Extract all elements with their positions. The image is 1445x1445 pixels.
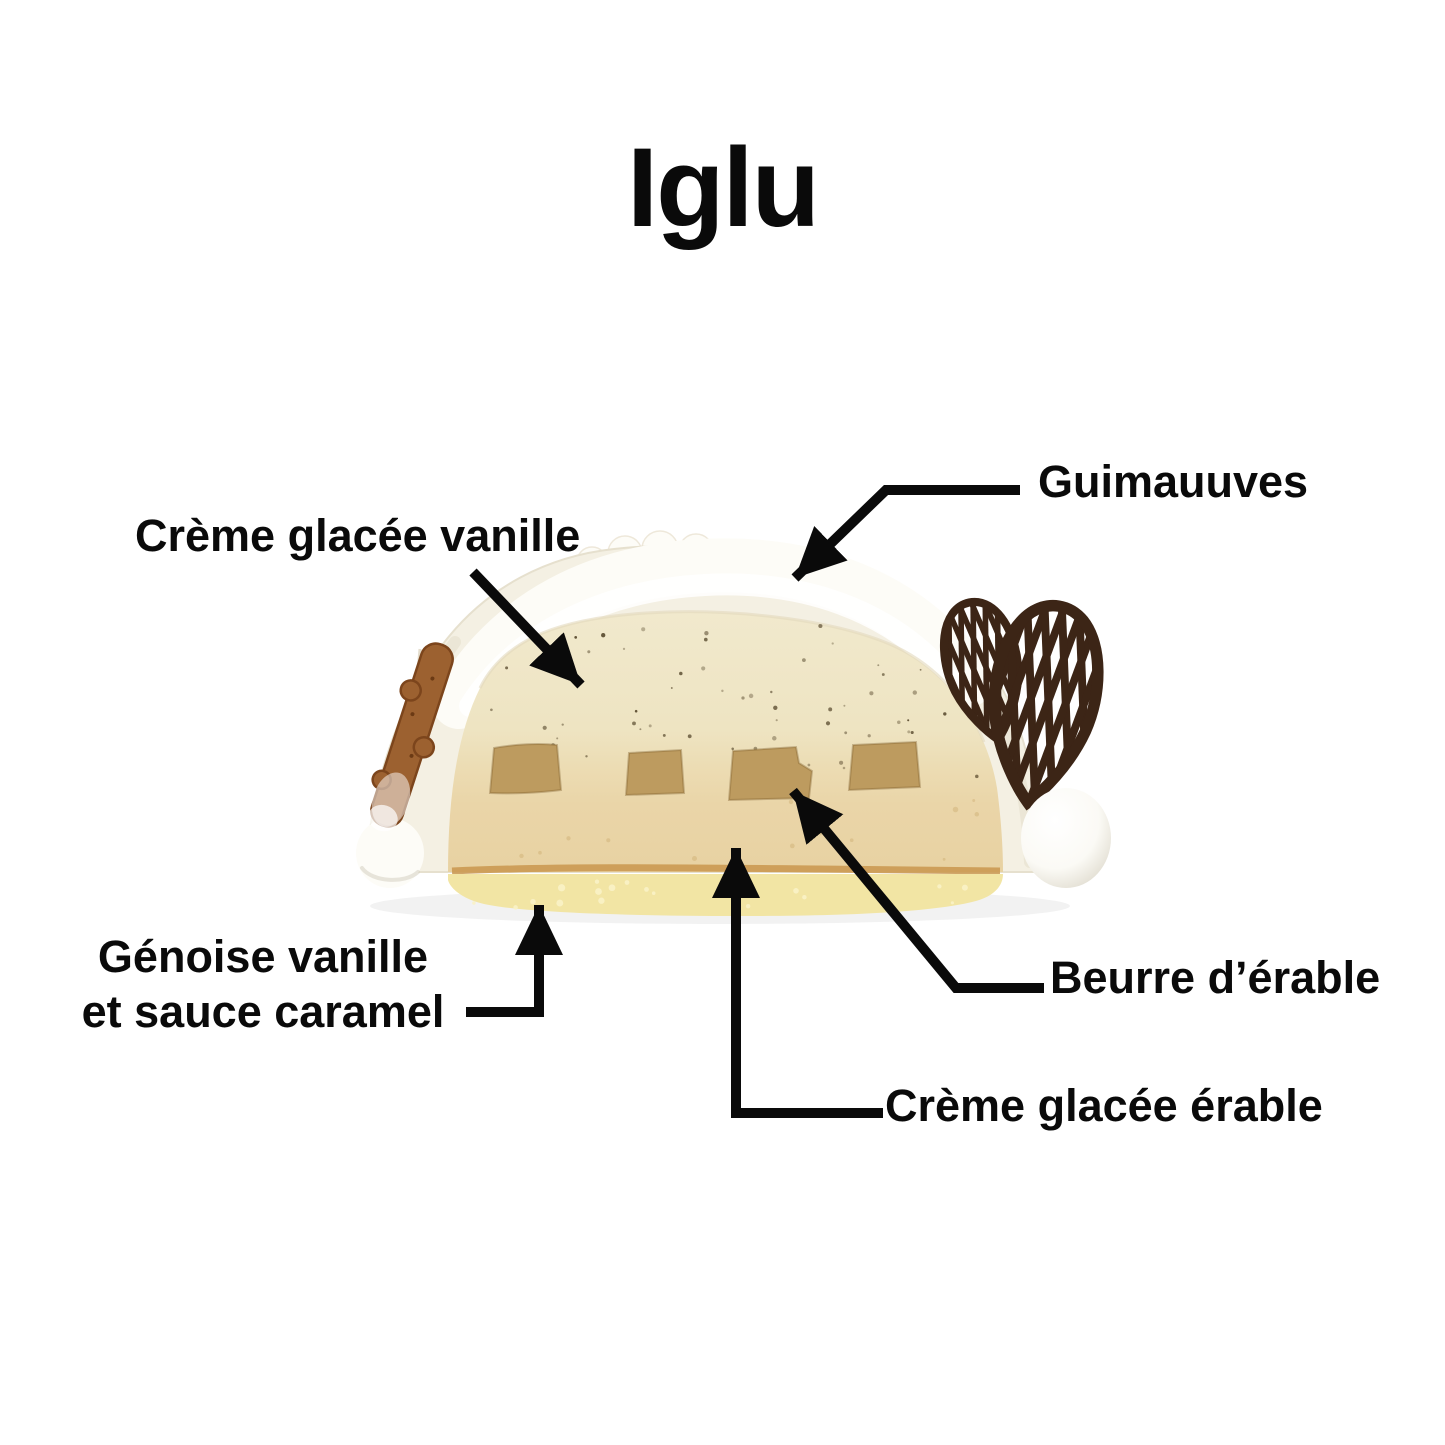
maple-butter-chunk xyxy=(624,748,686,797)
maple-butter-chunk xyxy=(727,745,814,802)
maple-butter-chunks xyxy=(488,740,922,802)
label-creme-glacee-erable: Crème glacée érable xyxy=(885,1080,1323,1131)
label-genoise: Génoise vanille et sauce caramel xyxy=(72,929,454,1039)
label-guimauves: Guimauuves xyxy=(1038,456,1309,507)
page-title: Iglu xyxy=(626,125,820,250)
arrow-genoise xyxy=(466,905,563,1017)
annotation-arrows xyxy=(466,485,1044,1118)
genoise-crumbs xyxy=(472,879,968,910)
label-genoise-line2: et sauce caramel xyxy=(81,986,445,1037)
arrow-beurre-erable xyxy=(789,787,1044,993)
label-beurre-erable: Beurre d’érable xyxy=(1050,952,1381,1003)
arrow-creme-glacee-erable xyxy=(711,848,883,1118)
maple-butter-chunk xyxy=(847,740,922,792)
arrow-creme-glacee-vanille xyxy=(469,568,585,689)
iglu-cake-cross-section xyxy=(356,530,1111,924)
marshmallow-ball xyxy=(1021,788,1111,888)
label-creme-glacee-vanille: Crème glacée vanille xyxy=(135,510,581,561)
caramel-sauce-line xyxy=(451,864,1001,875)
cut-face-ice-cream xyxy=(448,611,1003,872)
gingerbread-cookie xyxy=(368,642,454,832)
maple-butter-chunk xyxy=(488,743,563,795)
whipped-cream-band xyxy=(432,538,995,729)
meringue-blob-shade xyxy=(360,866,420,882)
label-genoise-line1: Génoise vanille xyxy=(97,931,429,982)
genoise-layer xyxy=(448,874,1003,916)
arrow-guimauves xyxy=(791,485,1020,582)
meringue-blob-left xyxy=(356,818,424,888)
